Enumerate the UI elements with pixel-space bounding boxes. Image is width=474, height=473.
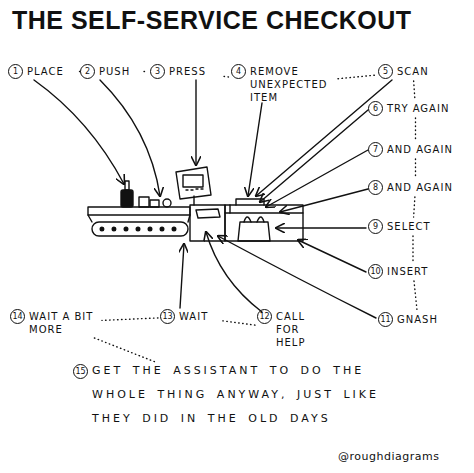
dotted-connector bbox=[414, 281, 417, 310]
step-node: 13 WAIT bbox=[160, 309, 220, 324]
step-node: 2 PUSH bbox=[80, 64, 142, 79]
step-number: 12 bbox=[257, 309, 272, 324]
step-node: 9 SELECT bbox=[368, 219, 458, 234]
belt-roller bbox=[112, 227, 116, 231]
step-number: 6 bbox=[368, 101, 383, 116]
step-number: 10 bbox=[368, 264, 383, 279]
screen-buttons bbox=[186, 189, 203, 190]
dotted-connector bbox=[338, 75, 376, 79]
conveyor-counter bbox=[88, 207, 190, 215]
step-label: WAIT A BIT MORE bbox=[29, 309, 100, 336]
step-label: PLACE bbox=[27, 64, 78, 78]
step-number: 14 bbox=[10, 309, 25, 324]
step-label: SELECT bbox=[387, 219, 458, 233]
belt-roller bbox=[148, 227, 152, 231]
step-node: 6 TRY AGAIN bbox=[368, 101, 463, 116]
leader-arrow bbox=[218, 236, 376, 318]
step-label: PUSH bbox=[99, 64, 142, 78]
dotted-connector bbox=[414, 81, 415, 99]
diagram-title: THE SELF-SERVICE CHECKOUT bbox=[12, 6, 412, 35]
step-label: WAIT bbox=[179, 309, 220, 323]
step-node: 1 PLACE bbox=[8, 64, 78, 79]
step-node: 12 CALL FOR HELP bbox=[257, 309, 312, 349]
step-label: PRESS bbox=[169, 64, 222, 78]
step-node: 3 PRESS bbox=[150, 64, 222, 79]
belt-roller bbox=[160, 227, 164, 231]
step-node: 10 INSERT bbox=[368, 264, 458, 279]
step-number: 13 bbox=[160, 309, 175, 324]
belt-roller bbox=[136, 227, 140, 231]
leader-arrow bbox=[276, 227, 366, 228]
touch-screen bbox=[176, 167, 211, 199]
dotted-connector bbox=[414, 197, 415, 217]
step-node: 15GET THE ASSISTANT TO DO THE WHOLE THIN… bbox=[73, 364, 418, 431]
leader-arrow bbox=[298, 240, 366, 272]
leader-arrow bbox=[206, 232, 262, 312]
dotted-connector bbox=[144, 71, 148, 72]
dotted-connector bbox=[78, 71, 80, 72]
leader-arrow bbox=[260, 110, 368, 202]
step-label: GNASH bbox=[397, 312, 458, 326]
step-number: 15 bbox=[73, 364, 88, 379]
step-number: 11 bbox=[378, 312, 393, 327]
step-number: 8 bbox=[368, 180, 383, 195]
step-node: 11 GNASH bbox=[378, 312, 458, 327]
step-label: GET THE ASSISTANT TO DO THE WHOLE THING … bbox=[92, 359, 418, 431]
step-label: AND AGAIN bbox=[387, 142, 463, 156]
leader-arrow bbox=[266, 150, 368, 207]
leader-arrow bbox=[100, 80, 160, 196]
step-label: REMOVE UNEXPECTED ITEM bbox=[250, 64, 336, 104]
dotted-connector bbox=[224, 76, 229, 78]
dotted-connector bbox=[415, 159, 416, 178]
step-number: 3 bbox=[150, 64, 165, 79]
step-node: 7 AND AGAIN bbox=[368, 142, 463, 157]
step-label: INSERT bbox=[387, 264, 458, 278]
dotted-connector bbox=[102, 318, 158, 320]
step-node: 14 WAIT A BIT MORE bbox=[10, 309, 100, 336]
step-label: CALL FOR HELP bbox=[276, 309, 312, 349]
counter-edge bbox=[88, 215, 190, 222]
step-number: 1 bbox=[8, 64, 23, 79]
credit-label: @roughdiagrams bbox=[338, 450, 439, 463]
step-node: 5 SCAN bbox=[378, 64, 448, 79]
step-label: AND AGAIN bbox=[387, 180, 463, 194]
dotted-connector bbox=[415, 118, 416, 140]
grocery-fruit bbox=[163, 199, 171, 207]
leader-arrow bbox=[34, 80, 124, 184]
scanner-glass bbox=[196, 209, 220, 218]
step-number: 7 bbox=[368, 142, 383, 157]
dotted-connector bbox=[412, 236, 413, 262]
step-number: 5 bbox=[378, 64, 393, 79]
screen-display bbox=[183, 175, 203, 187]
step-number: 9 bbox=[368, 219, 383, 234]
leader-arrow bbox=[248, 103, 262, 196]
dotted-connector bbox=[222, 321, 255, 325]
step-node: 8 AND AGAIN bbox=[368, 180, 463, 195]
bagging-base bbox=[225, 213, 303, 241]
step-label: TRY AGAIN bbox=[387, 101, 463, 115]
leader-arrow bbox=[195, 80, 196, 165]
leader-arrow bbox=[180, 244, 184, 308]
bag-rack bbox=[230, 199, 264, 213]
step-number: 2 bbox=[80, 64, 95, 79]
step-label: SCAN bbox=[397, 64, 448, 78]
step-node: 4 REMOVE UNEXPECTED ITEM bbox=[231, 64, 336, 104]
bag-handles bbox=[244, 217, 264, 222]
dotted-connector bbox=[94, 338, 155, 362]
leader-arrow bbox=[280, 189, 368, 212]
grocery-can bbox=[150, 200, 159, 207]
step-number: 4 bbox=[231, 64, 246, 79]
bottle-neck bbox=[125, 181, 129, 190]
conveyor-belt bbox=[92, 222, 188, 236]
belt-roller bbox=[100, 227, 104, 231]
belt-roller bbox=[124, 227, 128, 231]
belt-roller bbox=[172, 227, 176, 231]
grocery-box bbox=[139, 197, 149, 207]
bottle bbox=[121, 190, 133, 207]
shopping-bag bbox=[238, 222, 270, 241]
